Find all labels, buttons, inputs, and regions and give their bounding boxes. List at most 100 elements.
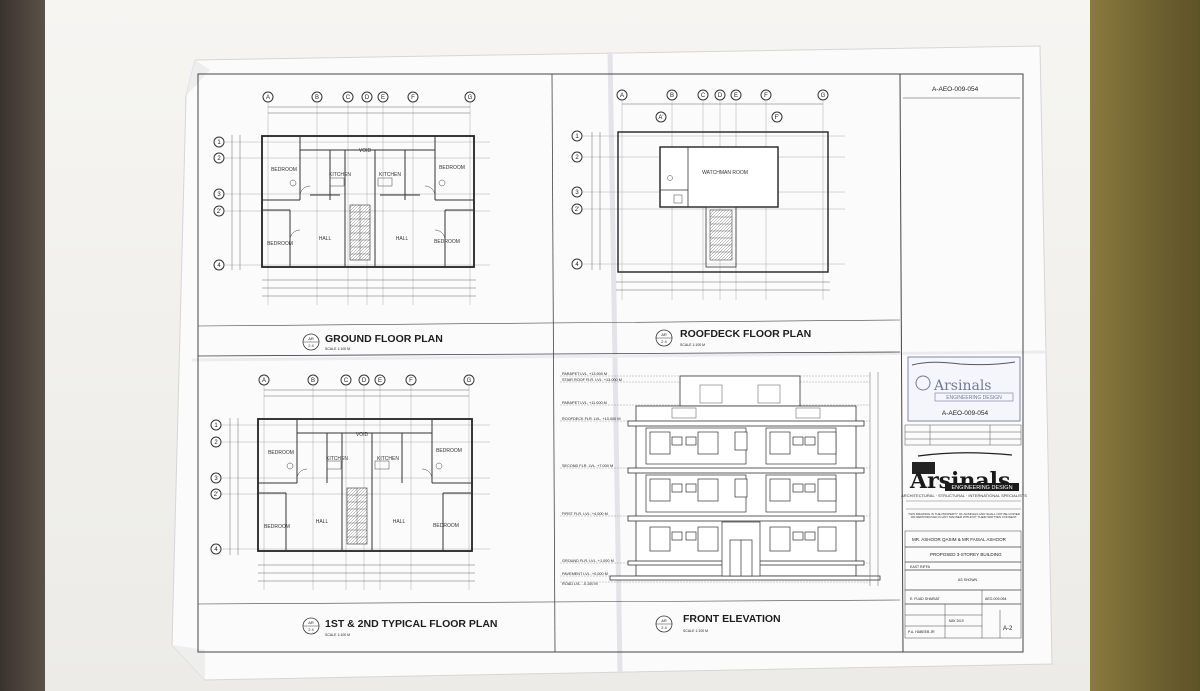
room-label: VOID	[359, 148, 372, 154]
grid-col-label: B	[315, 95, 319, 101]
grid-row-label: 1	[214, 423, 218, 429]
room-label: BEDROOM	[433, 523, 459, 529]
project-name: PROPOSED 3-STOREY BUILDING	[930, 552, 1002, 557]
project-location: EAST RIFFA	[910, 565, 931, 569]
grid-row-label: 4	[575, 262, 579, 268]
grid-row-label: 2	[575, 155, 579, 161]
client-name: MR. ASHOOR QASIM & MR FAISAL ASHOOR	[912, 537, 1007, 542]
stamp-company-sub: ENGINEERING DESIGN	[946, 395, 1002, 401]
plan-title: FRONT ELEVATION	[683, 613, 781, 625]
grid-row-label: 2'	[214, 492, 218, 498]
ground-floor-plan: A B C D E F G 1 2 3 2' 4	[213, 91, 490, 351]
copyright-note: THIS DRAWING IS THE PROPERTY OF ARSINALS…	[908, 513, 1020, 520]
grid-col-label: D	[362, 378, 367, 384]
room-label: HALL	[319, 236, 332, 242]
front-elevation: PARAPET LVL. +13.900 M STAIR ROOF FLR. L…	[560, 372, 881, 633]
room-label: HALL	[316, 519, 329, 525]
level-label: GROUND FLR. LVL. +1.000 M	[562, 559, 614, 563]
grid-col-label: F	[764, 93, 768, 99]
plan-title: ROOFDECK FLOOR PLAN	[680, 328, 811, 340]
grid-row-label: 3	[575, 190, 579, 196]
drawing-scale: AS SHOWN	[958, 578, 978, 582]
plan-scale: SCALE 1:100 M	[680, 343, 705, 347]
grid-col-label: G	[468, 95, 473, 101]
room-label: HALL	[393, 519, 406, 525]
room-label: KITCHEN	[377, 456, 399, 462]
level-label: PARAPET LVL. +13.900 M	[562, 372, 607, 376]
drawing-border	[197, 73, 1024, 653]
drawing-ref-top: AR	[661, 332, 667, 337]
level-label: PAVEMENT LVL. +0.000 M	[562, 572, 608, 576]
drawing-ref-top: AR	[308, 336, 314, 341]
level-label: ROAD LVL. -0.100 M	[562, 582, 598, 586]
grid-col-label: D	[718, 93, 723, 99]
level-label: SECOND FLR. LVL. +7.000 M	[562, 464, 613, 468]
roofdeck-floor-plan: A B C D E F G A' F' 1 2 3 2' 4	[571, 89, 845, 347]
grid-col-label: E	[378, 378, 382, 384]
level-label: ROOFDECK FLR. LVL. +10.000 M	[562, 417, 621, 421]
wall-right-curtain	[1090, 0, 1200, 691]
grid-row-label: 4	[217, 263, 221, 269]
room-label: BEDROOM	[267, 241, 293, 247]
room-label: WATCHMAN ROOM	[702, 170, 748, 176]
drawing-ref-bottom: 2 4	[661, 625, 667, 630]
room-label: BEDROOM	[439, 165, 465, 171]
drawn-by: E. FUAD SHARIAT	[910, 597, 941, 601]
project-number: AEO-009-054	[985, 597, 1006, 601]
grid-column-bubbles	[262, 91, 476, 103]
grid-row-label: 2	[217, 156, 221, 162]
level-label: STAIR ROOF FLR. LVL. +13.000 M	[562, 378, 622, 382]
grid-col-label: B	[670, 93, 674, 99]
grid-col-label: F	[409, 378, 413, 384]
grid-col-label: C	[701, 93, 706, 99]
drawing-ref-top: AR	[661, 618, 667, 623]
grid-col-label: A	[262, 378, 266, 384]
company-logo: Arsinals ENGINEERING DESIGN ARCHITECTURA…	[901, 452, 1027, 498]
grid-col-label: A	[266, 95, 270, 101]
drawing-ref-bottom: 2 4	[308, 627, 314, 632]
plan-title: 1ST & 2ND TYPICAL FLOOR PLAN	[325, 618, 498, 630]
room-label: BEDROOM	[268, 450, 294, 456]
room-label: BEDROOM	[434, 239, 460, 245]
logo-company-sub: ENGINEERING DESIGN	[951, 485, 1012, 491]
company-specialists: ARCHITECTURAL · STRUCTURAL · INTERNATION…	[901, 493, 1027, 498]
drawing-date: MAY 2019	[949, 619, 964, 623]
grid-col-label: E	[381, 95, 385, 101]
grid-col-label: F	[411, 95, 415, 101]
grid-row-label: 2'	[575, 207, 579, 213]
plan-scale: SCALE 1:100 M	[683, 629, 708, 633]
drawing-ref-bottom: 2 4	[661, 339, 667, 344]
grid-col-label: E	[734, 93, 738, 99]
grid-row-label: 2	[214, 440, 218, 446]
room-label: HALL	[396, 236, 409, 242]
wall-left	[0, 0, 45, 691]
company-stamp: Arsinals ENGINEERING DESIGN A-AEO-009-05…	[907, 356, 1021, 422]
grid-col-label: A	[620, 93, 624, 99]
room-label: BEDROOM	[436, 448, 462, 454]
room-label: BEDROOM	[271, 167, 297, 173]
typical-floor-plan: A B C D E F G 1 2 3 2' 4	[210, 374, 498, 637]
grid-col-label: B	[311, 378, 315, 384]
plan-title: GROUND FLOOR PLAN	[325, 333, 443, 345]
drawing-ref-top: AR	[308, 620, 314, 625]
grid-col-label: C	[344, 378, 349, 384]
sheet-number: A-2	[1003, 626, 1013, 632]
grid-row-label: 1	[217, 140, 221, 146]
grid-row-label: 3	[214, 476, 218, 482]
plan-scale: SCALE 1:100 M	[325, 347, 350, 351]
grid-col-label: F'	[775, 115, 780, 121]
grid-col-label: A'	[658, 115, 663, 121]
room-label: KITCHEN	[326, 456, 348, 462]
grid-row-label: 1	[575, 134, 579, 140]
room-label: BEDROOM	[264, 524, 290, 530]
checked-by: P.A. HABEEB JR	[908, 630, 935, 634]
grid-row-label: 3	[217, 192, 221, 198]
drawing-ref-bottom: 2 4	[308, 343, 314, 348]
grid-col-label: G	[821, 93, 826, 99]
stamp-code: A-AEO-009-054	[942, 410, 989, 417]
grid-row-label: 2'	[217, 209, 221, 215]
room-label: VOID	[356, 432, 369, 438]
level-label: PARAPET LVL. +11.000 M	[562, 401, 607, 405]
grid-col-label: C	[346, 95, 351, 101]
